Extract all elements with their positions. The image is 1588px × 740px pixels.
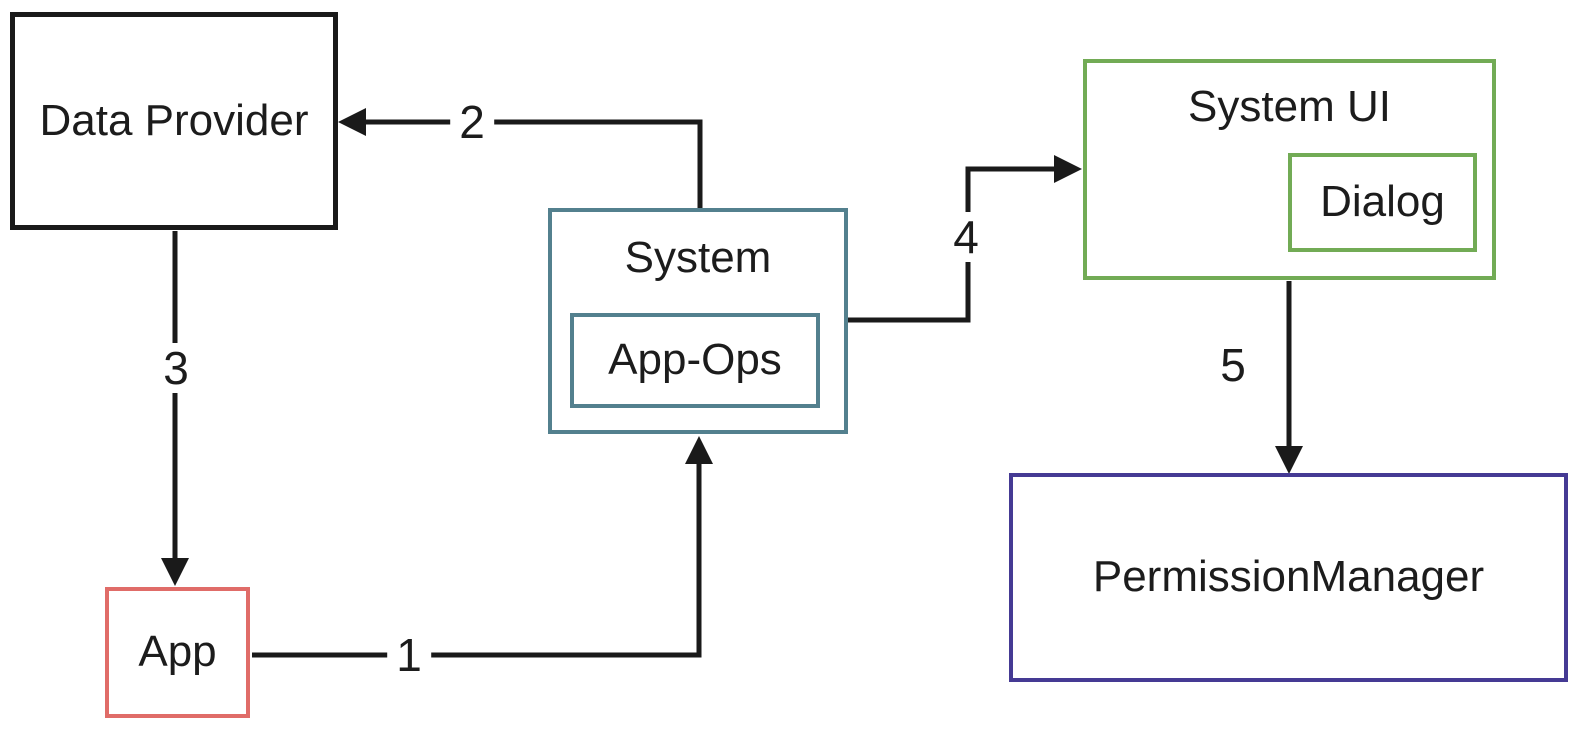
arrowhead-right-icon — [1054, 155, 1082, 183]
node-app-ops: App-Ops — [570, 313, 820, 408]
arrowhead-down-icon — [161, 558, 189, 586]
node-data-provider: Data Provider — [10, 12, 338, 230]
edge-label-3: 3 — [154, 343, 198, 393]
node-dialog: Dialog — [1288, 153, 1477, 252]
edge-label-2: 2 — [450, 97, 494, 147]
node-app: App — [105, 587, 250, 718]
node-permission-manager: PermissionManager — [1009, 473, 1568, 682]
arrowhead-down-icon — [1275, 446, 1303, 474]
edge-label-1: 1 — [387, 630, 431, 680]
arrowhead-left-icon — [338, 108, 366, 136]
arrowhead-up-icon — [685, 436, 713, 464]
node-system-ui-label: System UI — [1188, 82, 1391, 131]
edge-2-arrow — [338, 108, 703, 210]
node-app-label: App — [138, 627, 217, 677]
node-dialog-label: Dialog — [1320, 177, 1445, 227]
node-permission-manager-label: PermissionManager — [1092, 552, 1485, 602]
edge-3-arrow — [161, 231, 189, 586]
node-app-ops-label: App-Ops — [608, 335, 782, 385]
node-system-label: System — [624, 233, 772, 282]
edge-label-4: 4 — [944, 212, 988, 262]
node-data-provider-label: Data Provider — [39, 95, 309, 145]
edge-5-arrow — [1275, 281, 1303, 474]
edge-label-5: 5 — [1211, 340, 1255, 390]
edge-1-arrow — [252, 436, 713, 658]
